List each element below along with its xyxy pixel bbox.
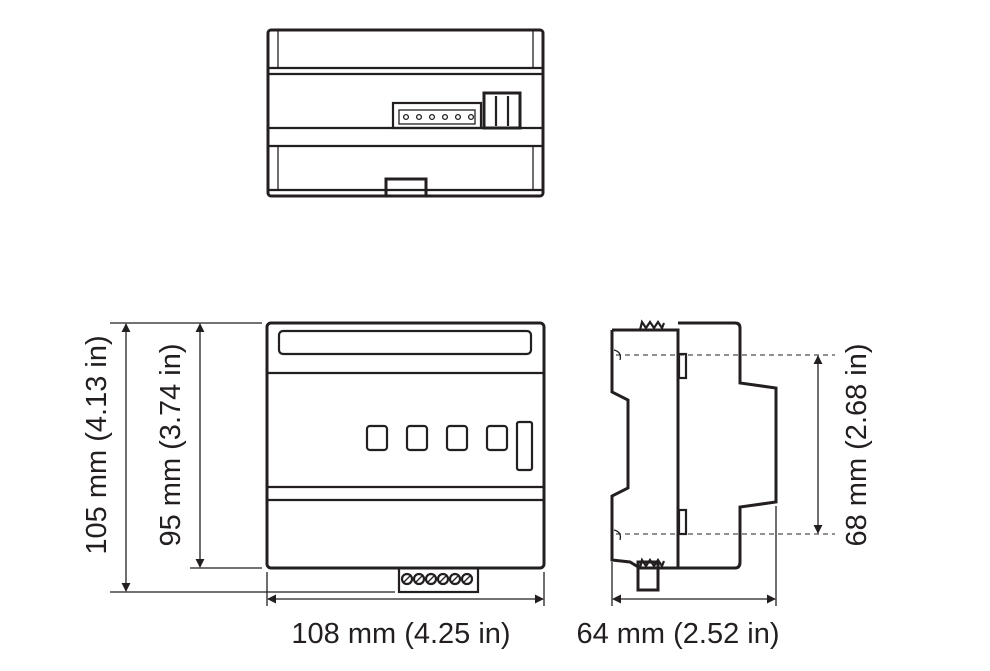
side-view-hook <box>613 349 622 361</box>
terminal-pin <box>441 113 449 121</box>
body-height-label: 95 mm (3.74 in) <box>155 343 187 546</box>
width-label: 108 mm (4.25 in) <box>291 618 510 650</box>
depth-label: 64 mm (2.52 in) <box>576 618 779 650</box>
total-height-label: 105 mm (4.13 in) <box>81 335 113 554</box>
top-view-terminal-pins <box>402 113 475 121</box>
top-view-clip <box>384 177 428 198</box>
top-view-housing <box>266 28 545 198</box>
side-view-front-section <box>678 321 778 570</box>
rail-height-label: 68 mm (2.68 in) <box>841 343 873 546</box>
terminal-screw <box>460 572 474 586</box>
terminal-pin <box>467 113 475 121</box>
side-view-top-grip <box>638 319 666 331</box>
dimension-lines <box>110 322 835 606</box>
terminal-screw <box>412 572 426 586</box>
terminal-screw <box>424 572 438 586</box>
top-view-terminal-block <box>391 101 483 130</box>
front-view <box>265 321 546 594</box>
front-view-label-window <box>277 329 533 356</box>
terminal-screw <box>448 572 462 586</box>
side-view <box>610 319 778 592</box>
top-view <box>266 28 545 198</box>
front-view-terminal-screws <box>400 572 474 586</box>
top-view-terminal-inner <box>398 109 476 125</box>
side-view-hook <box>613 529 622 541</box>
front-view-terminal-block <box>397 566 480 594</box>
side-view-clip <box>636 560 660 592</box>
front-view-button <box>405 424 429 452</box>
top-view-switch <box>482 91 522 130</box>
terminal-pin <box>454 113 462 121</box>
terminal-pin <box>428 113 436 121</box>
terminal-screw <box>436 572 450 586</box>
terminal-screw <box>400 572 414 586</box>
side-view-latch <box>677 352 688 380</box>
front-view-button <box>445 424 469 452</box>
front-view-led-window <box>515 420 534 472</box>
front-view-housing <box>265 321 546 570</box>
terminal-pin <box>415 113 423 121</box>
front-view-button <box>485 424 509 452</box>
side-view-body <box>610 328 680 570</box>
side-view-latch <box>677 508 688 536</box>
front-view-button <box>365 424 389 452</box>
terminal-pin <box>402 113 410 121</box>
